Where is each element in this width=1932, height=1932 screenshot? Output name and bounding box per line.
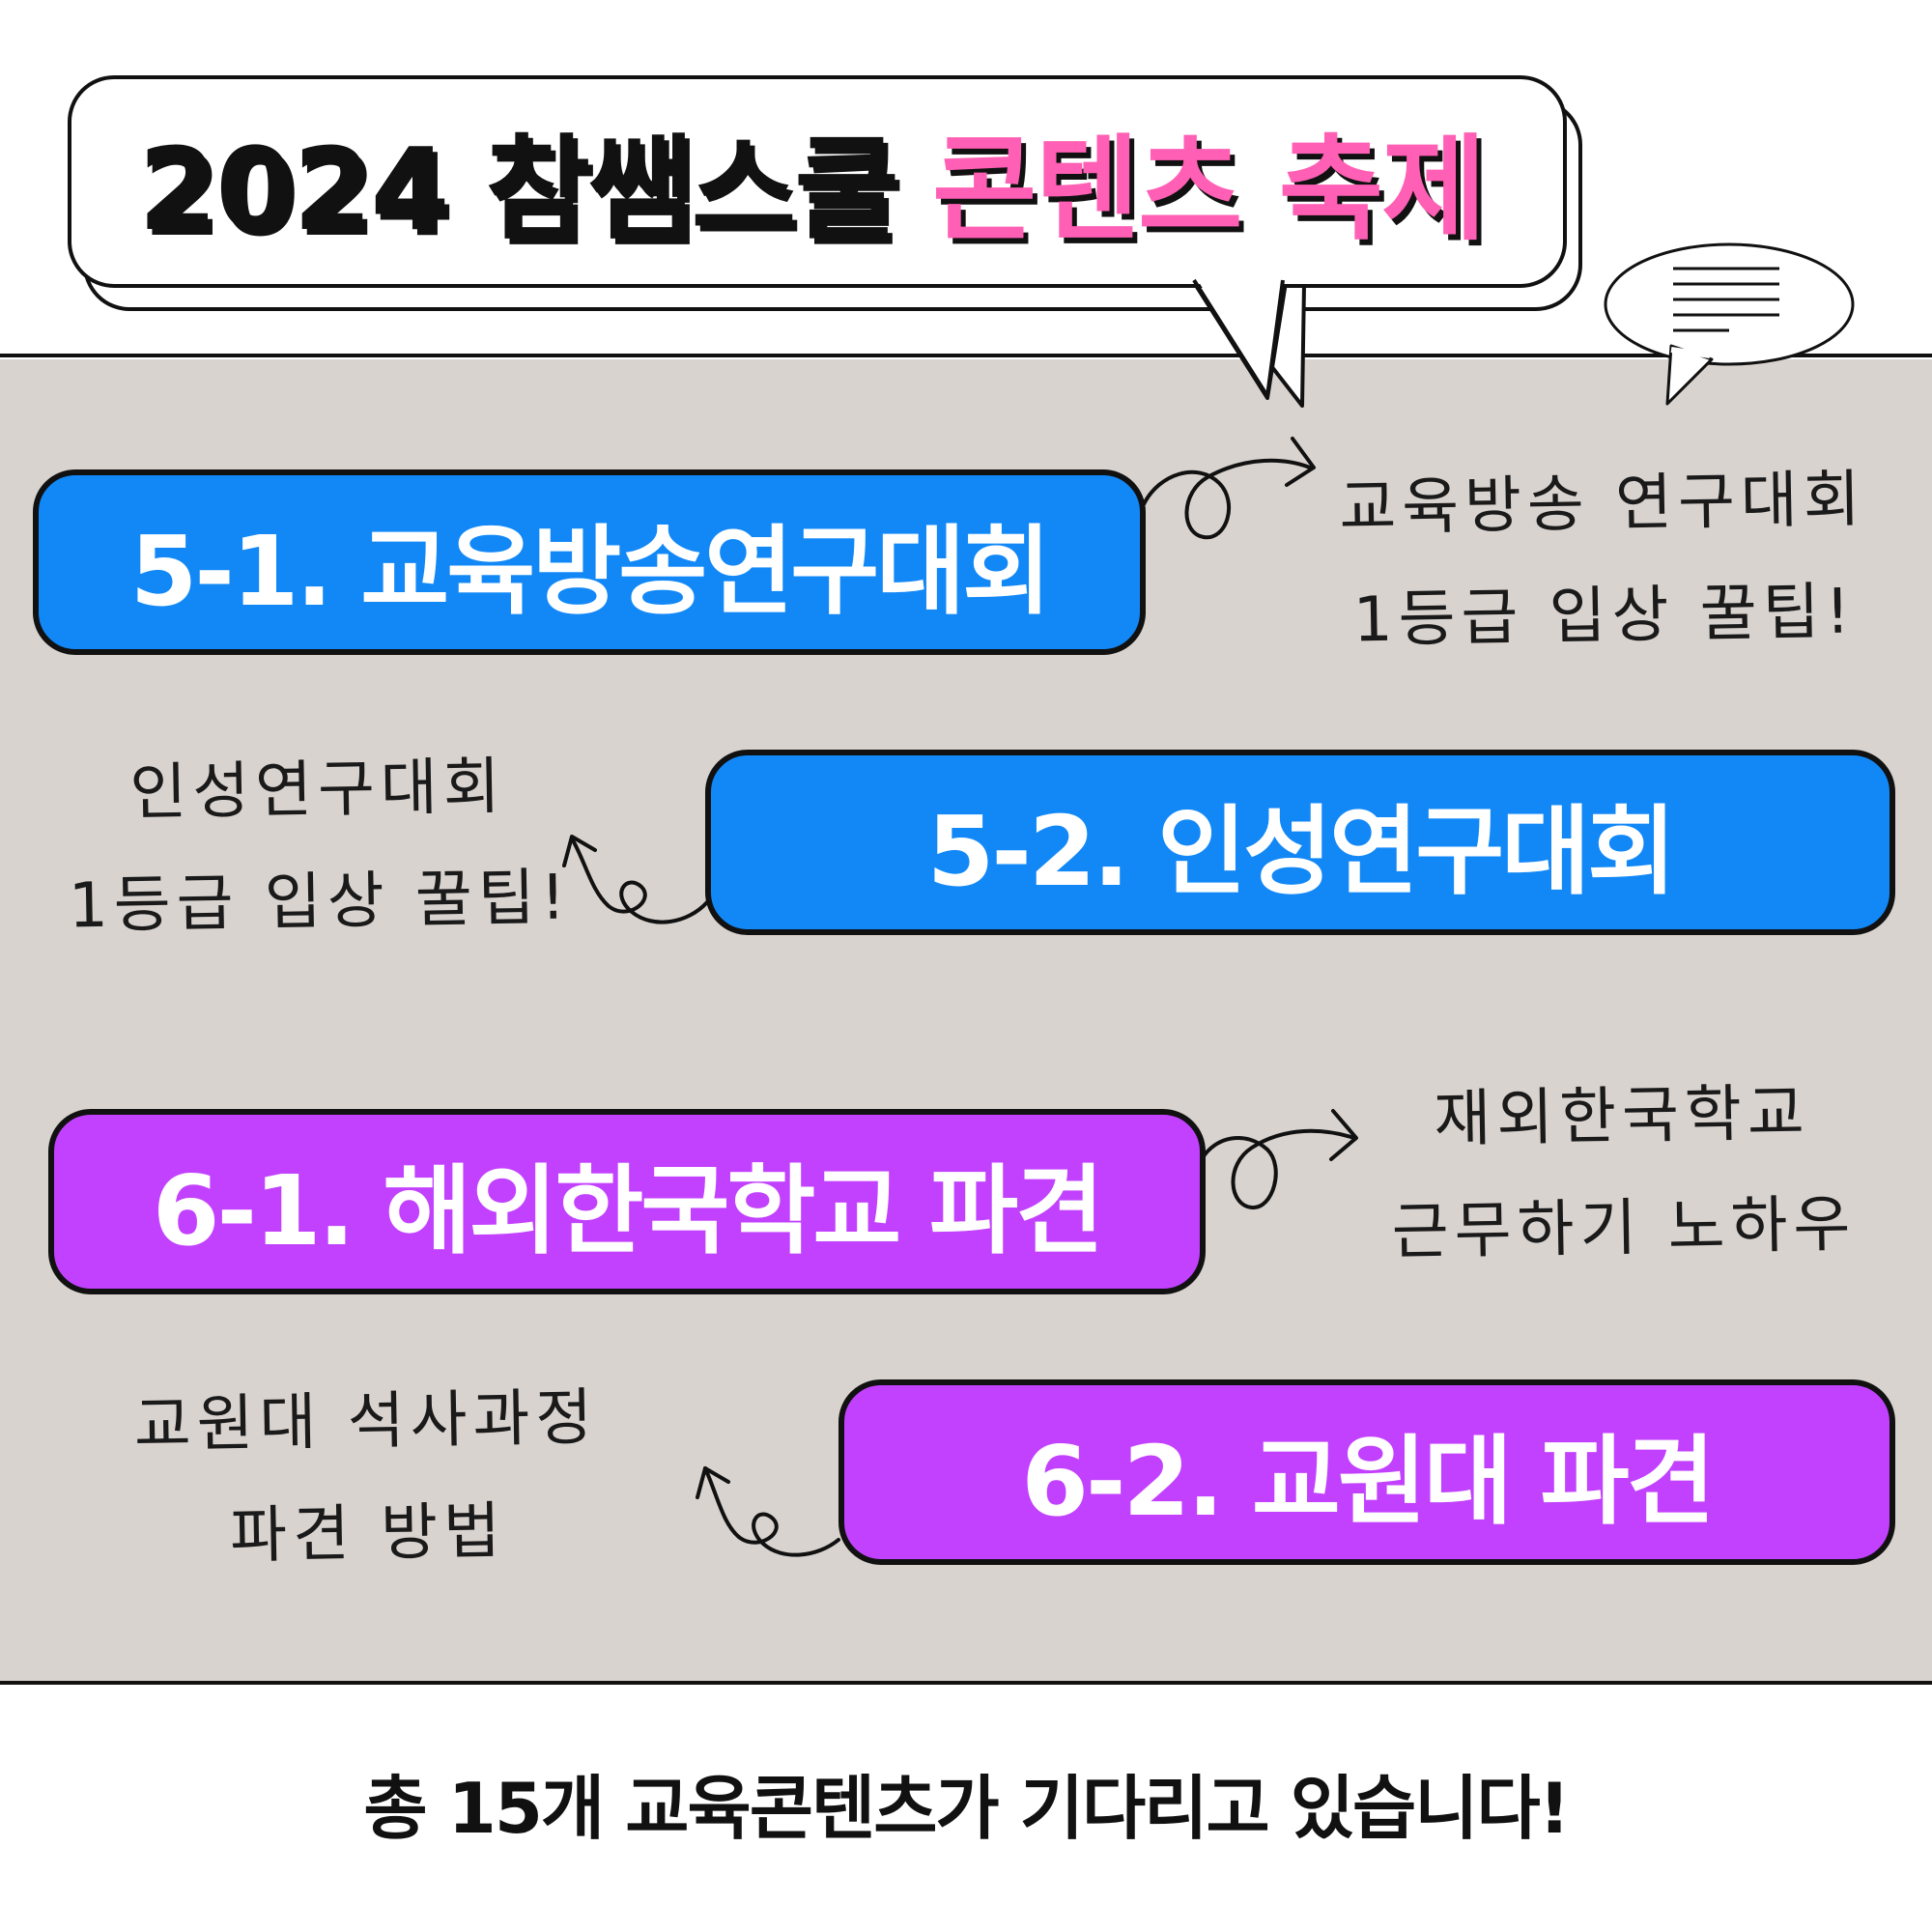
content-button-label: 5-1. 교육방송연구대회	[129, 514, 1051, 628]
note-line: 재외한국학교	[1433, 1077, 1811, 1156]
arrowhead-icon	[1329, 1109, 1358, 1161]
page-title: 2024 참쌤스쿨 콘텐츠 축제	[97, 106, 1526, 261]
title-bubble	[68, 75, 1567, 288]
content-button-6-2[interactable]: 6-2. 교원대 파견	[838, 1379, 1895, 1565]
curly-arrow-icon	[703, 1466, 840, 1557]
note-line: 인성연구대회	[128, 751, 507, 830]
content-button-label: 5-2. 인성연구대회	[926, 794, 1676, 908]
title-brand: 2024 참쌤스쿨	[133, 118, 904, 261]
note-line: 교원대 석사과정	[133, 1381, 599, 1463]
curly-arrow-icon	[570, 837, 709, 924]
note-line: 1등급 입상 꿀팁!	[68, 862, 572, 943]
arrowhead-icon	[1285, 437, 1316, 487]
note-line: 교육방송 연구대회	[1338, 464, 1867, 545]
note-line: 근무하기 노하우	[1391, 1188, 1857, 1269]
title-highlight: 콘텐츠 축제	[927, 118, 1492, 261]
note-line: 파견 방법	[229, 1495, 507, 1573]
note-6-1: 재외한국학교 근무하기 노하우	[1370, 1056, 1876, 1289]
note-line: 1등급 입상 꿀팁!	[1352, 576, 1857, 657]
content-button-5-2[interactable]: 5-2. 인성연구대회	[705, 750, 1895, 935]
content-button-label: 6-2. 교원대 파견	[1021, 1424, 1715, 1538]
footer-message: 총 15개 교육콘텐츠가 기다리고 있습니다!	[363, 1767, 1570, 1849]
content-button-label: 6-1. 해외한국학교 파견	[152, 1153, 1104, 1267]
arrowhead-icon	[696, 1466, 730, 1499]
curly-arrow-icon	[1142, 458, 1312, 540]
note-6-2: 교원대 석사과정 파견 방법	[95, 1361, 639, 1595]
content-button-5-1[interactable]: 5-1. 교육방송연구대회	[33, 469, 1146, 655]
divider-bottom	[0, 1681, 1932, 1685]
speech-bubble-icon	[1604, 242, 1855, 406]
note-5-2: 인성연구대회 1등급 입상 꿀팁!	[66, 729, 572, 962]
curly-arrow-icon	[1200, 1128, 1356, 1209]
note-5-1: 교육방송 연구대회 1등급 입상 꿀팁!	[1331, 443, 1876, 677]
arrowhead-icon	[562, 835, 597, 867]
content-button-6-1[interactable]: 6-1. 해외한국학교 파견	[48, 1109, 1206, 1294]
title-bubble-tail-cover	[1192, 274, 1285, 398]
divider-top	[0, 354, 1932, 357]
